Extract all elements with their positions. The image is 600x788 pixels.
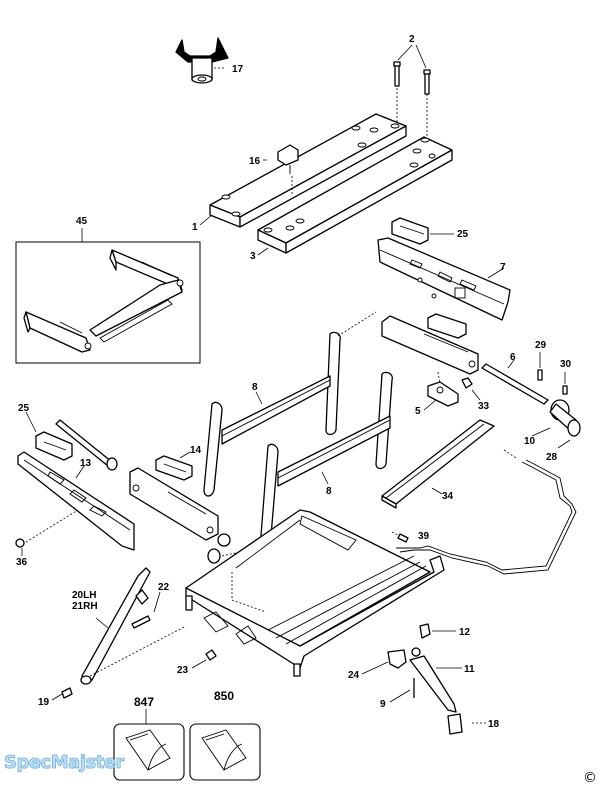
label-17: 17 (232, 64, 244, 75)
label-30: 30 (560, 359, 572, 370)
part-14-insert (155, 455, 193, 481)
label-7: 7 (500, 262, 506, 273)
label-3: 3 (250, 251, 256, 262)
part-left-bracket (17, 451, 135, 551)
label-6: 6 (510, 352, 516, 363)
label-11: 11 (464, 664, 475, 675)
linkage-rod (396, 449, 577, 575)
label-19: 19 (38, 697, 50, 708)
label-28: 28 (546, 452, 558, 463)
part-base-frame (185, 509, 445, 677)
part-18-foot-cap (447, 713, 486, 735)
part-5-nut-block (427, 381, 459, 407)
kit-847-bag (113, 723, 185, 781)
part-39-pin (391, 531, 409, 543)
label-29: 29 (535, 340, 547, 351)
part-10-coupler (549, 399, 581, 437)
part-19-cap (51, 687, 73, 701)
label-8-rear: 8 (252, 382, 258, 393)
part-6-housing (381, 315, 479, 385)
part-13-long-bolt (55, 419, 118, 471)
part-33-nut (461, 377, 481, 401)
copyright-symbol: © (583, 770, 597, 786)
label-850: 850 (214, 689, 234, 703)
part-30-pin (562, 372, 568, 395)
part-17-peg (175, 37, 229, 84)
label-36: 36 (16, 557, 28, 568)
label-2: 2 (409, 34, 415, 45)
label-21rh: 21RH (72, 601, 98, 612)
label-45: 45 (76, 216, 88, 227)
part-16-clip (277, 144, 299, 195)
part-6-screw (481, 363, 549, 405)
label-16: 16 (249, 156, 261, 167)
label-39: 39 (418, 531, 430, 542)
part-1-front-jaw (209, 113, 407, 228)
part-36-screw (15, 538, 25, 556)
label-33: 33 (478, 401, 490, 412)
part-22-spring (131, 591, 161, 629)
part-8-leg-frame-rear (203, 311, 377, 497)
part-45-inset (15, 228, 201, 364)
part-20-21-leg-brace (80, 567, 187, 685)
part-7-end-bracket (377, 237, 511, 321)
part-24-clamp (361, 649, 407, 675)
label-10: 10 (524, 436, 536, 447)
part-3-rear-jaw (257, 136, 453, 254)
part-25-left-insert (35, 431, 73, 461)
part-center-bracket (129, 467, 259, 564)
label-9: 9 (380, 699, 386, 710)
part-25-upper-insert (391, 217, 429, 245)
label-23: 23 (177, 665, 189, 676)
label-8-front: 8 (326, 486, 332, 497)
label-14: 14 (190, 445, 202, 456)
label-1: 1 (192, 222, 198, 233)
label-22: 22 (158, 582, 170, 593)
label-12: 12 (459, 627, 471, 638)
label-34: 34 (442, 491, 454, 502)
part-11-handle (409, 647, 462, 713)
label-24: 24 (348, 670, 360, 681)
part-34-channel (381, 419, 495, 509)
label-5: 5 (415, 406, 421, 417)
part-25-lower-insert (427, 313, 467, 339)
part-2-bolts (393, 44, 431, 138)
label-18: 18 (488, 719, 500, 730)
part-23-cap (191, 649, 217, 669)
label-25-upper: 25 (457, 229, 469, 240)
watermark-specmajster: SpecMajster (4, 752, 124, 773)
part-29-pin (537, 352, 543, 381)
label-13: 13 (80, 458, 92, 469)
part-12-clip (419, 623, 456, 639)
kit-850-bag (189, 723, 261, 781)
label-20lh: 20LH (72, 590, 96, 601)
label-847: 847 (134, 695, 154, 709)
label-25-left: 25 (18, 403, 30, 414)
part-9-pin (389, 678, 415, 703)
